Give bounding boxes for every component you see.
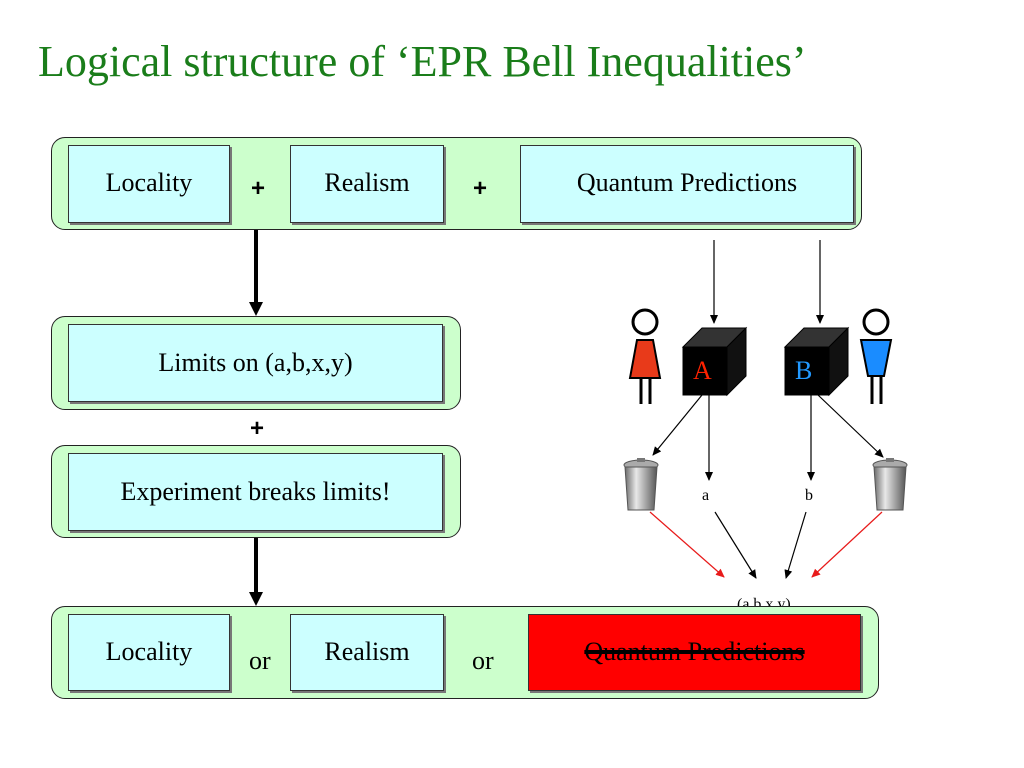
- arrow-output-b-to-result: [784, 511, 807, 579]
- arrow-b-to-trash: [817, 394, 884, 458]
- measurement-box-a: [681, 326, 748, 397]
- flow-arrow-down: [249, 230, 263, 316]
- flow-arrow-down: [249, 538, 263, 606]
- plus-operator: +: [250, 415, 265, 442]
- limits-box: Limits on (a,b,x,y): [68, 324, 443, 402]
- output-a-label: a: [702, 487, 710, 504]
- trash-can-icon: [623, 458, 659, 511]
- quantum-predictions-crossed-label: Quantum Predictions: [584, 637, 805, 666]
- arrow-trash-a-to-result: [649, 511, 725, 578]
- quantum-predictions-crossed-box: Quantum Predictions: [528, 614, 861, 691]
- page-title: Logical structure of ‘EPR Bell Inequalit…: [38, 37, 807, 86]
- realism-box: Realism: [290, 145, 444, 223]
- output-b-label: b: [805, 487, 813, 504]
- observer-a-figure: [628, 308, 662, 404]
- arrow-a-to-trash: [652, 394, 703, 456]
- plus-operator: +: [473, 175, 488, 202]
- observer-b-figure: [859, 308, 893, 404]
- or-operator: or: [472, 646, 494, 675]
- plus-operator: +: [251, 175, 266, 202]
- realism-box: Realism: [290, 614, 444, 691]
- quantum-predictions-box: Quantum Predictions: [520, 145, 854, 223]
- arrow-trash-b-to-result: [811, 511, 883, 578]
- box-a-label: A: [693, 356, 712, 385]
- experiment-box: Experiment breaks limits!: [68, 453, 443, 531]
- arrow-output-a-to-result: [714, 511, 757, 579]
- locality-box: Locality: [68, 145, 230, 223]
- measurement-box-b: [783, 326, 850, 397]
- trash-can-icon: [872, 458, 908, 511]
- locality-box: Locality: [68, 614, 230, 691]
- box-b-label: B: [795, 356, 813, 385]
- or-operator: or: [249, 646, 271, 675]
